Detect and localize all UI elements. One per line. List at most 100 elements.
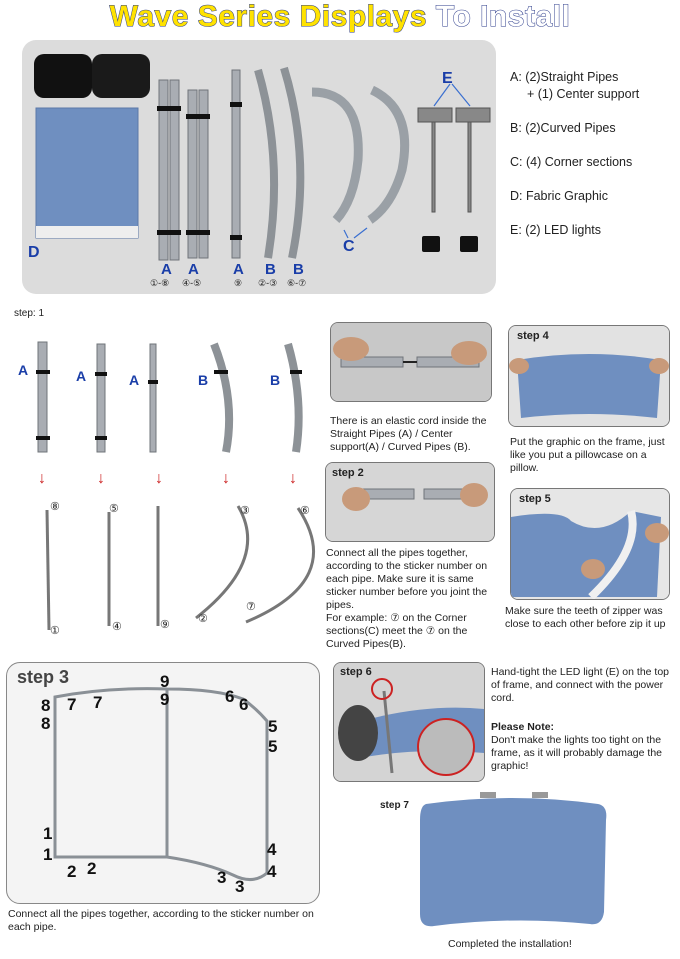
- pipe-label-letter: A: [188, 261, 199, 278]
- pipe-a1: [158, 79, 169, 261]
- parts-photo: D C E A ①-⑧ A ④-⑤ A ⑨ B ②-③ B ⑥-⑦: [22, 40, 496, 294]
- title-part2: To Install: [435, 0, 571, 34]
- step7-caption: Completed the installation!: [448, 938, 572, 950]
- title-part1: Wave Series Displays: [109, 0, 428, 34]
- pipe-b2: [280, 66, 305, 259]
- power-adapter-2: [460, 236, 478, 252]
- step1-illustration: [36, 341, 315, 631]
- sticker-num: ③: [240, 505, 250, 517]
- parts-illustration: [34, 54, 491, 261]
- pipe-letter: B: [198, 372, 209, 388]
- page-title: Wave Series Displays To Install: [0, 0, 680, 36]
- sticker-number: 8: [41, 696, 51, 715]
- sticker-number: 5: [268, 737, 278, 756]
- sticker-number: 3: [217, 868, 227, 887]
- arrow-down-icon: ↓: [222, 470, 230, 487]
- pipe-a2: [187, 89, 198, 259]
- step2-text: Connect all the pipes together, accordin…: [326, 547, 488, 611]
- completed-display: [420, 792, 607, 927]
- pipe-label-letter: A: [161, 261, 172, 278]
- pipe-label-num: ①-⑧: [150, 278, 170, 288]
- arrow-down-icon: ↓: [38, 470, 46, 487]
- legend-item: E: (2) LED lights: [510, 223, 602, 237]
- pipe-label-num: ④-⑤: [182, 278, 202, 288]
- led-light-1: [417, 107, 453, 123]
- pipe-label-letter: B: [265, 261, 276, 278]
- step6-note-title: Please Note:: [491, 721, 555, 733]
- step4-label: step 4: [517, 330, 549, 342]
- sticker-number: 7: [93, 693, 103, 712]
- step5-label: step 5: [519, 493, 551, 505]
- pipe-label-letter: A: [233, 261, 244, 278]
- black-bag-1: [34, 54, 92, 98]
- sticker-number: 2: [87, 859, 97, 878]
- label-d: D: [28, 244, 40, 261]
- sticker-num: ④: [112, 621, 122, 633]
- step3-label: step 3: [17, 667, 70, 687]
- step6-photo: step 6: [333, 662, 485, 782]
- fabric-graphic: [35, 107, 139, 239]
- sticker-number: 3: [235, 877, 245, 896]
- pipe-letter: A: [76, 368, 87, 384]
- pipe-label-letter: B: [293, 261, 304, 278]
- sticker-number: 8: [41, 714, 51, 733]
- label-e: E: [442, 70, 453, 87]
- step2-label: step 2: [332, 467, 364, 479]
- parts-legend: A: (2)Straight Pipes + (1) Center suppor…: [510, 69, 678, 239]
- pipe-label-num: ②-③: [258, 278, 278, 288]
- fabric-zipper: [36, 226, 138, 238]
- step2-example: For example: ⑦ on the Corner sections(C)…: [326, 612, 468, 650]
- sticker-number: 4: [267, 840, 277, 859]
- sticker-num: ②: [198, 613, 208, 625]
- sticker-number: 7: [67, 695, 77, 714]
- corner-2: [367, 85, 410, 224]
- arrow-down-icon: ↓: [97, 470, 105, 487]
- step2-photo: step 2: [325, 462, 495, 542]
- sticker-number: 1: [43, 824, 53, 843]
- step3-frame-diagram: [53, 687, 269, 881]
- step4-photo: step 4: [508, 325, 670, 427]
- sticker-number: 9: [160, 672, 170, 691]
- sticker-number: 6: [239, 695, 249, 714]
- pipe-label-num: ⑥-⑦: [287, 278, 307, 288]
- step3-caption: Connect all the pipes together, accordin…: [8, 908, 314, 933]
- sticker-num: ⑥: [300, 505, 310, 517]
- step3-panel: step 3 9 9 8 8 7 7 6 6 5 5 1 1 2 2 3 3 4…: [6, 662, 320, 904]
- pipe-label-num: ⑨: [234, 278, 243, 288]
- black-bag-2: [92, 54, 150, 98]
- power-adapter-1: [422, 236, 440, 252]
- legend-item: A: (2)Straight Pipes: [510, 70, 619, 84]
- led-light-2: [455, 107, 491, 123]
- step7-label: step 7: [380, 800, 409, 811]
- pipe-a3: [231, 69, 241, 259]
- legend-item: D: Fabric Graphic: [510, 189, 608, 203]
- sticker-number: 4: [267, 862, 277, 881]
- legend-item: C: (4) Corner sections: [510, 155, 633, 169]
- elastic-cord-text: There is an elastic cord inside the Stra…: [330, 415, 487, 453]
- sticker-number: 6: [225, 687, 235, 706]
- sticker-number: 1: [43, 845, 53, 864]
- sticker-number: 9: [160, 690, 170, 709]
- legend-item: + (1) Center support: [527, 87, 640, 101]
- legend-item: B: (2)Curved Pipes: [510, 121, 616, 135]
- sticker-number: 5: [268, 717, 278, 736]
- pipe-letter: A: [18, 362, 29, 378]
- sticker-num: ⑦: [246, 601, 256, 613]
- sticker-number: 2: [67, 862, 77, 881]
- corner-1: [311, 87, 363, 224]
- pipe-letter: B: [270, 372, 281, 388]
- sticker-num: ⑤: [109, 503, 119, 515]
- sticker-num: ⑨: [160, 619, 170, 631]
- label-c: C: [343, 238, 355, 255]
- step5-photo: step 5: [510, 488, 670, 600]
- step6-note: Don't make the lights too tight on the f…: [491, 734, 662, 772]
- sticker-num: ①: [50, 625, 60, 637]
- pipe-letter: A: [129, 372, 140, 388]
- step5-text: Make sure the teeth of zipper was close …: [505, 605, 666, 630]
- elastic-cord-photo: [330, 322, 492, 402]
- pipe-b1: [254, 68, 279, 259]
- arrow-down-icon: ↓: [289, 470, 297, 487]
- step6-text: Hand-tight the LED light (E) on the top …: [491, 666, 670, 704]
- sticker-num: ⑧: [50, 501, 60, 513]
- step6-label: step 6: [340, 666, 372, 678]
